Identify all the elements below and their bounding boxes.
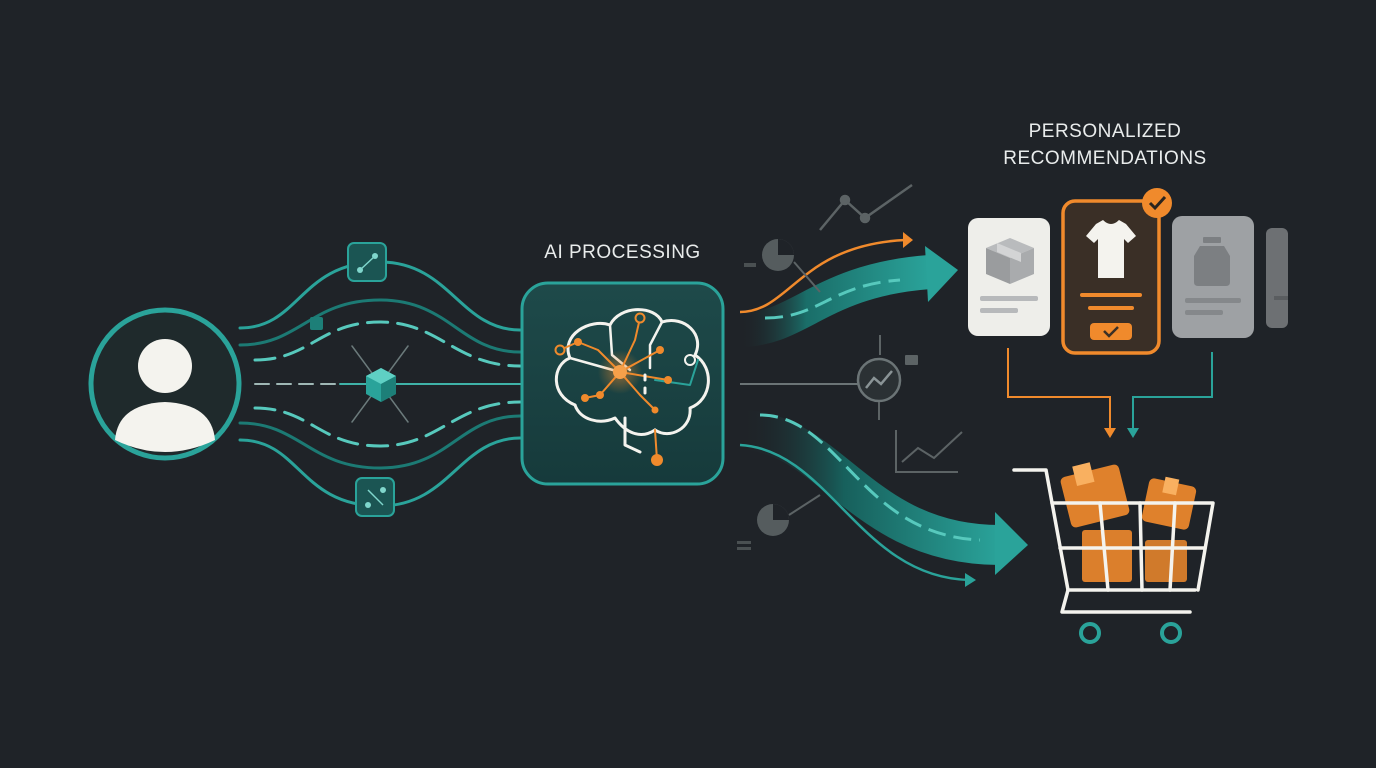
card-to-cart-connectors bbox=[1007, 348, 1213, 438]
box-icon bbox=[986, 238, 1034, 284]
checkmark-icon bbox=[1142, 188, 1172, 218]
output-arrow-top bbox=[739, 246, 958, 347]
cube-icon bbox=[366, 368, 396, 402]
recommendations-title-line1: PERSONALIZED bbox=[1028, 121, 1182, 142]
ai-processing-box bbox=[520, 281, 725, 486]
output-arrow-top-thin bbox=[739, 232, 913, 314]
network-node-icon bbox=[347, 242, 387, 282]
product-card-box bbox=[968, 218, 1050, 336]
shopping-cart-icon bbox=[1012, 462, 1215, 644]
line-chart-icon bbox=[819, 183, 913, 231]
product-card-partial bbox=[1266, 228, 1288, 328]
user-icon bbox=[115, 339, 215, 452]
line-chart-icon bbox=[856, 335, 918, 420]
pie-chart-icon bbox=[737, 494, 821, 550]
bottle-icon bbox=[1194, 237, 1230, 286]
line-chart-icon bbox=[895, 430, 963, 473]
product-card-tshirt-selected bbox=[1061, 188, 1172, 355]
product-card-bottle bbox=[1172, 216, 1254, 338]
network-node-icon bbox=[355, 477, 395, 517]
data-square bbox=[310, 317, 323, 330]
recommendations-title: PERSONALIZED RECOMMENDATIONS bbox=[985, 118, 1225, 172]
ai-processing-label: AI PROCESSING bbox=[544, 242, 701, 263]
output-arrow-bottom bbox=[738, 410, 1028, 587]
cart-box bbox=[1060, 462, 1197, 582]
tshirt-icon bbox=[1086, 220, 1136, 278]
user-node bbox=[88, 307, 242, 461]
pie-chart-icon bbox=[744, 239, 821, 293]
recommendations-title-line2: RECOMMENDATIONS bbox=[1003, 148, 1207, 169]
